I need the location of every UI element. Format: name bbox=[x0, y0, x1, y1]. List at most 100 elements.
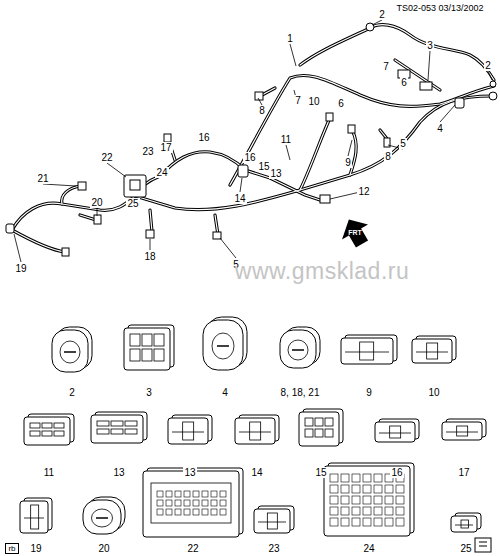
connector-stroke bbox=[374, 474, 382, 482]
callout-number: 16 bbox=[243, 152, 256, 163]
callout-number: 4 bbox=[436, 123, 444, 134]
connector-stroke bbox=[211, 500, 217, 506]
connector-stroke bbox=[202, 509, 208, 515]
callout-number: 8 bbox=[384, 151, 392, 162]
connector-stroke bbox=[193, 509, 199, 515]
drawing-code: TS02-053 03/13/2002 bbox=[395, 3, 484, 14]
connector-stroke bbox=[455, 525, 473, 526]
connector-stroke bbox=[280, 330, 316, 368]
callout-number: 24 bbox=[362, 543, 375, 554]
connector-stroke bbox=[166, 491, 172, 497]
connector-stroke bbox=[374, 507, 382, 515]
callout-number: 2 bbox=[484, 60, 492, 71]
connector-illustrations bbox=[20, 317, 486, 537]
connector-stroke bbox=[451, 516, 477, 532]
callout-number: 13 bbox=[183, 467, 196, 478]
connector-stroke bbox=[193, 491, 199, 497]
connector-stroke bbox=[184, 491, 190, 497]
callout-number: 12 bbox=[357, 186, 370, 197]
connector-stroke bbox=[193, 500, 199, 506]
connector-stroke bbox=[24, 518, 44, 519]
connector-stroke bbox=[175, 500, 181, 506]
callout-number: 1 bbox=[286, 33, 294, 44]
connector-stroke bbox=[211, 491, 217, 497]
connector-stroke bbox=[363, 474, 371, 482]
connector-stroke bbox=[250, 422, 261, 440]
watermark: www.gmsklad.ru bbox=[234, 258, 410, 284]
callout-number: 8 bbox=[258, 105, 266, 116]
connector-stroke bbox=[130, 334, 140, 346]
callout-number: 18 bbox=[143, 251, 156, 262]
callout-number: 5 bbox=[399, 138, 407, 149]
connector-stroke bbox=[157, 491, 163, 497]
connector-stroke bbox=[60, 341, 80, 363]
connector-stroke bbox=[220, 500, 226, 506]
connector-stroke bbox=[341, 518, 349, 526]
callout-number: 16 bbox=[390, 467, 403, 478]
connector-stroke bbox=[235, 418, 275, 444]
connector-stroke bbox=[305, 418, 313, 426]
connector-stroke bbox=[352, 518, 360, 526]
connector-stroke bbox=[267, 513, 277, 529]
callout-number: 24 bbox=[155, 167, 168, 178]
connector-stroke bbox=[42, 431, 52, 436]
connector-stroke bbox=[91, 415, 143, 443]
callout-number: 25 bbox=[459, 543, 472, 554]
callout-number: 9 bbox=[344, 157, 352, 168]
connector-stroke bbox=[330, 485, 338, 493]
callout-number: 25 bbox=[126, 198, 139, 209]
connector-stroke bbox=[374, 496, 382, 504]
connector-stroke bbox=[325, 429, 333, 437]
connector-stroke bbox=[142, 334, 152, 346]
connector-stroke bbox=[54, 431, 64, 436]
connector-stroke bbox=[97, 429, 109, 434]
connector-stroke bbox=[341, 474, 349, 482]
connector-stroke bbox=[183, 422, 194, 440]
callout-number: 16 bbox=[197, 132, 210, 143]
connector-stroke bbox=[345, 352, 389, 353]
connector-stroke bbox=[96, 517, 108, 519]
connector-stroke bbox=[352, 507, 360, 515]
corner-tag: rb bbox=[5, 543, 18, 554]
connector-stroke bbox=[385, 507, 393, 515]
connector-stroke bbox=[363, 518, 371, 526]
callout-number: 19 bbox=[14, 263, 27, 274]
callout-number: 14 bbox=[233, 193, 246, 204]
callout-number: 17 bbox=[457, 467, 470, 478]
connector-stroke bbox=[254, 509, 290, 533]
connector-stroke bbox=[111, 421, 123, 426]
front-arrow-icon bbox=[335, 212, 375, 251]
connector-stroke bbox=[341, 507, 349, 515]
connector-stroke bbox=[220, 491, 226, 497]
callout-number: 6 bbox=[400, 77, 408, 88]
connector-stroke bbox=[168, 418, 208, 444]
connector-stroke bbox=[352, 474, 360, 482]
callout-number: 11 bbox=[280, 134, 292, 145]
connector-stroke bbox=[157, 509, 163, 515]
callout-number: 13 bbox=[112, 467, 125, 478]
front-label: FRT bbox=[347, 229, 363, 237]
connector-stroke bbox=[363, 485, 371, 493]
connector-stroke bbox=[341, 338, 393, 364]
callout-number: 17 bbox=[159, 142, 172, 153]
connector-stroke bbox=[151, 483, 231, 523]
connector-stroke bbox=[184, 509, 190, 515]
connector-stroke bbox=[299, 412, 339, 446]
callout-number: 15 bbox=[314, 467, 327, 478]
callout-number: 10 bbox=[307, 96, 320, 107]
connector-stroke bbox=[220, 509, 226, 515]
connector-stroke bbox=[142, 349, 152, 361]
connector-stroke bbox=[396, 507, 404, 515]
connector-stroke bbox=[175, 491, 181, 497]
callout-number: 11 bbox=[43, 467, 55, 478]
connector-stroke bbox=[212, 333, 234, 359]
connector-stroke bbox=[292, 349, 304, 351]
callout-number: 14 bbox=[250, 467, 263, 478]
connector-stroke bbox=[385, 496, 393, 504]
connector-stroke bbox=[166, 509, 172, 515]
connector-stroke bbox=[352, 485, 360, 493]
callout-number: 4 bbox=[221, 387, 229, 398]
connector-stroke bbox=[130, 349, 140, 361]
callout-number: 8, 18, 21 bbox=[280, 387, 321, 398]
connector-stroke bbox=[154, 334, 164, 346]
